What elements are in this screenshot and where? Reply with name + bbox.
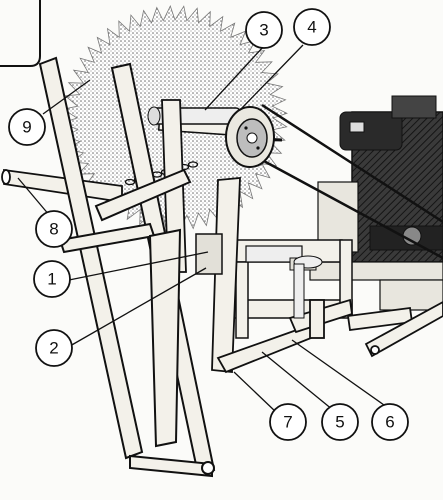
drive-pulley: [225, 106, 275, 168]
callout-7: 7: [283, 413, 292, 432]
callout-5: 5: [335, 413, 344, 432]
callout-leaders: [17, 44, 385, 414]
front-frame: [38, 56, 216, 478]
drive-belt: [261, 103, 443, 260]
callout-3: 3: [259, 21, 268, 40]
engine: [309, 95, 443, 311]
lower-crossbars: [216, 298, 443, 374]
page-corner-frame: [0, 0, 41, 67]
chain-link: [187, 161, 199, 168]
chain-link: [124, 178, 136, 186]
callout-4: 4: [307, 18, 316, 37]
callout-8: 8: [49, 220, 58, 239]
callout-1: 1: [47, 270, 56, 289]
callout-9: 9: [22, 118, 31, 137]
callout-2: 2: [49, 339, 58, 358]
callout-circles: [8, 8, 409, 441]
callout-6: 6: [385, 413, 394, 432]
